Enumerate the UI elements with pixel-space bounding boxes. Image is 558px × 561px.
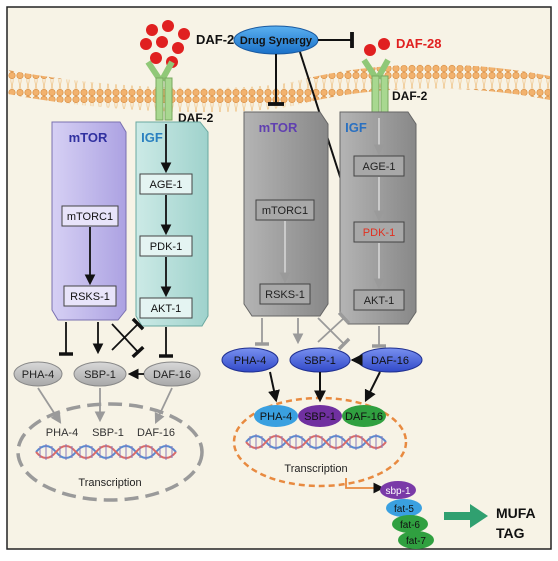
left-receptor: [145, 60, 175, 121]
right-transcription-label: Transcription: [284, 463, 347, 475]
left-cross-inhibit-2: [111, 323, 145, 359]
right-mtorc1-node: [255, 199, 315, 221]
left-igf-title: IGF: [141, 130, 163, 145]
left-akt1-label: AKT-1: [151, 303, 182, 315]
output-mufa-label: MUFA: [496, 505, 536, 521]
right-pdk1-label: PDK-1: [363, 227, 395, 239]
left-dna-helix: [35, 444, 177, 460]
output-arrow: [444, 504, 488, 528]
right-akt1-node: [353, 289, 405, 311]
right-nuc-daf16-node: [342, 405, 386, 427]
left-nuc-daf16-label: DAF-16: [137, 427, 175, 439]
right-daf16-label: DAF-16: [371, 355, 409, 367]
gene-fat7-label: fat-7: [406, 536, 426, 547]
cell-membrane: [8, 64, 550, 113]
left-daf16-label: DAF-16: [153, 369, 191, 381]
left-ligand-cluster: [140, 20, 190, 68]
right-mtor-title: mTOR: [259, 120, 298, 135]
right-pha4-nuclear-arrow: [268, 371, 280, 403]
left-pha4-nuclear-arrow: [37, 387, 62, 424]
right-igf-title: IGF: [345, 120, 367, 135]
left-pdk1-label: PDK-1: [150, 241, 182, 253]
left-sbp1-label: SBP-1: [84, 369, 116, 381]
right-age1-node: [353, 155, 405, 177]
right-rsks1-node: [259, 283, 311, 305]
left-rsks1-label: RSKS-1: [70, 291, 110, 303]
left-pha4-node: [13, 361, 63, 387]
left-nucleus: [16, 402, 204, 502]
right-mtorc1-label: mTORC1: [262, 205, 308, 217]
left-age1-node: [139, 173, 193, 195]
right-rsks1-label: RSKS-1: [265, 289, 305, 301]
left-ligand-label: DAF-28: [196, 32, 242, 47]
right-age1-label: AGE-1: [362, 161, 395, 173]
right-receptor-label: DAF-2: [392, 89, 428, 103]
left-mtor-title: mTOR: [69, 130, 108, 145]
left-pha4-label: PHA-4: [22, 369, 54, 381]
transcription-output-arrow: [345, 478, 385, 494]
left-sbp1-node: [73, 361, 127, 387]
left-akt1-node: [139, 297, 193, 319]
right-nuc-pha4-label: PHA-4: [260, 411, 292, 423]
left-mtorc1-label: mTORC1: [67, 211, 113, 223]
gene-sbp1-node: [380, 481, 416, 499]
right-pha4-node: [221, 347, 279, 373]
right-pdk1-node: [353, 221, 405, 243]
right-nuc-sbp1-label: SBP-1: [304, 411, 336, 423]
right-pha4-label: PHA-4: [234, 355, 266, 367]
gene-fat5-node: [386, 499, 422, 517]
right-nuc-pha4-node: [254, 405, 298, 427]
gene-fat7-node: [398, 531, 434, 549]
left-pdk1-node: [139, 235, 193, 257]
left-igf-box: [135, 121, 209, 327]
right-nuc-sbp1-node: [298, 405, 342, 427]
right-daf16-nuclear-arrow: [364, 371, 381, 403]
right-nuc-daf16-label: DAF-16: [345, 411, 383, 423]
right-ligand-label: DAF-28: [396, 36, 442, 51]
left-transcription-label: Transcription: [78, 477, 141, 489]
right-sbp1-label: SBP-1: [304, 355, 336, 367]
right-dna-helix: [245, 434, 387, 450]
output-tag-label: TAG: [496, 525, 525, 541]
left-nuc-pha4-label: PHA-4: [46, 427, 78, 439]
left-mtorc1-node: [61, 205, 119, 227]
gene-fat6-node: [392, 515, 428, 533]
right-cross-inhibit-2: [317, 317, 351, 351]
right-akt1-label: AKT-1: [364, 295, 395, 307]
right-ligand-cluster: [364, 38, 390, 56]
left-daf16-nuclear-arrow: [154, 387, 173, 424]
gene-sbp1-label: sbp-1: [385, 486, 410, 497]
gene-fat5-label: fat-5: [394, 504, 414, 515]
left-nuc-sbp1-label: SBP-1: [92, 427, 124, 439]
drug-synergy-label: Drug Synergy: [240, 35, 313, 47]
left-age1-label: AGE-1: [149, 179, 182, 191]
left-rsks1-node: [63, 285, 117, 307]
gene-fat6-label: fat-6: [400, 520, 420, 531]
